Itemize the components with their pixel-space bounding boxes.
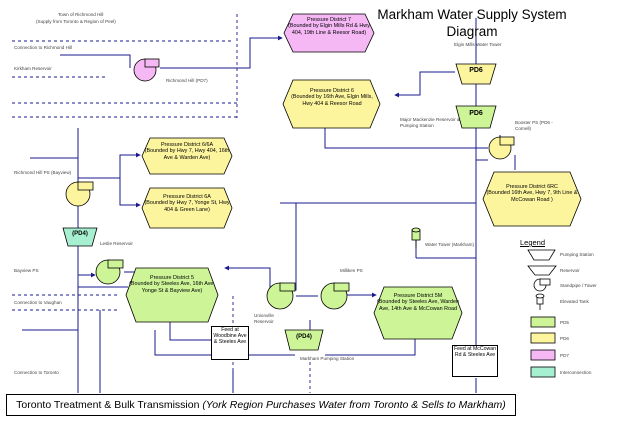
pd6rc-shape[interactable]: [482, 171, 582, 227]
pd6rc-label: Pressure District 6RC (Bounded 16th Ave,…: [486, 184, 578, 203]
label-booster-cornell: Booster PS (PD6 - Cornell): [515, 120, 553, 131]
water-tower-icon[interactable]: [411, 227, 421, 248]
feed-woodbine: Feed at Woodbine Ave & Steeles Ave: [211, 326, 249, 360]
title-line-1: Markham Water Supply System: [377, 7, 567, 22]
pd6a-shape[interactable]: [141, 187, 233, 229]
pd4-left-reservoir-label: (PD4): [72, 231, 88, 237]
pd5-label: Pressure District 5 (Bounded by Steeles …: [128, 275, 216, 294]
pd7-desc: (Bounded by Elgin Mills Rd & Hwy 404, 19…: [288, 23, 370, 36]
pd6-mid-reservoir[interactable]: [455, 105, 497, 129]
pump-pd6a[interactable]: [65, 181, 94, 207]
label-town-richmond-hill: Town of Richmond Hill: [58, 12, 104, 17]
pump-milliken[interactable]: [320, 282, 350, 310]
legend-standpipe: Standpipe / Tower: [560, 283, 597, 288]
pd5-shape[interactable]: [125, 267, 219, 323]
pd5-desc: (Bounded by Steeles Ave, 16th Ave, Yonge…: [129, 281, 215, 294]
label-supply-toronto-peel: (Supply from Toronto & Region of Peel): [36, 19, 116, 24]
label-major-mackenzie: Major Mackenzie Reservoir & Pumping Stat…: [400, 117, 460, 128]
label-leslie-reservoir: Leslie Reservoir: [100, 241, 133, 246]
pd6-top-reservoir-label: PD6: [469, 67, 483, 74]
footer-banner: Toronto Treatment & Bulk Transmission (Y…: [6, 394, 516, 416]
pd7-title: Pressure District 7: [306, 17, 352, 23]
legend-pumping-station: Pumping Station: [560, 252, 594, 257]
label-bayview-ps: Bayview PS: [14, 268, 39, 273]
diagram-title: Markham Water Supply System Diagram: [372, 6, 572, 40]
pd6-shape[interactable]: [282, 79, 381, 129]
legend-pd7: PD7: [560, 353, 569, 358]
legend-pd6: PD6: [560, 336, 569, 341]
pd6-mid-reservoir-label: PD6: [469, 110, 483, 117]
pd6a-title: Pressure District 6A: [163, 194, 211, 200]
pd6a-upper-shape[interactable]: [141, 137, 233, 175]
label-connection-richmond-hill: Connection to Richmond Hill: [14, 45, 72, 50]
label-richmond-hill-ps: Richmond Hill PS (Bayview): [14, 170, 72, 175]
pump-cornell[interactable]: [488, 136, 515, 160]
footer-italic-text: (York Region Purchases Water from Toront…: [202, 399, 506, 411]
pd7-label: Pressure District 7 (Bounded by Elgin Mi…: [286, 17, 372, 36]
label-kirkham-reservoir: Kirkham Reservoir: [14, 66, 52, 71]
label-richmond-hill-pd7: Richmond Hill (PD7): [166, 78, 208, 83]
label-connection-vaughan: Connection to Vaughan: [14, 300, 62, 305]
label-connection-toronto: Connection to Toronto: [14, 370, 59, 375]
pd6rc-title: Pressure District 6RC: [506, 184, 558, 190]
legend-reservoir: Reservoir: [560, 268, 580, 273]
label-markham-ps: Markham Pumping Station: [300, 356, 355, 361]
legend-title: Legend: [520, 238, 546, 247]
pd6-top-reservoir[interactable]: [455, 63, 497, 85]
pd5-title: Pressure District 5: [149, 275, 195, 281]
pd5m-desc: (Bounded by Steeles Ave, Warden Ave, 14t…: [376, 299, 460, 312]
pd6a-upper-desc: (Bounded by Hwy 7, Hwy 404, 16th Ave & W…: [144, 148, 230, 161]
label-unionville-reservoir: Unionville Reservoir: [254, 313, 274, 324]
pd5m-label: Pressure District 5M (Bounded by Steeles…: [376, 293, 460, 312]
label-water-tower: Water Tower (Markham): [425, 242, 475, 247]
legend-pd5: PD5: [560, 320, 569, 325]
pd5m-shape[interactable]: [373, 286, 463, 340]
label-elgin-mills-tower: Elgin Mills Water Tower: [454, 42, 502, 47]
pd5m-title: Pressure District 5M: [393, 293, 443, 299]
title-line-2: Diagram: [446, 24, 498, 39]
pd6-desc: (Bounded by 16th Ave, Elgin Mills, Hwy 4…: [291, 94, 373, 107]
legend-symbols: [527, 249, 557, 378]
pd4-bottom-reservoir-label: (PD4): [296, 334, 312, 340]
pd6a-upper-title: Pressure District 6/6A: [160, 142, 214, 148]
pd6a-label: Pressure District 6A (Bounded by Hwy 7, …: [144, 194, 230, 213]
pd4-bottom-reservoir[interactable]: [284, 329, 324, 351]
label-milliken-ps: Milliken PS: [340, 268, 363, 273]
pd6-label: Pressure District 6 (Bounded by 16th Ave…: [286, 88, 378, 107]
pd6-title: Pressure District 6: [309, 88, 355, 94]
pump-bayview[interactable]: [95, 259, 124, 285]
pump-unionville[interactable]: [266, 282, 296, 310]
legend-elevated-tank: Elevated Tank: [560, 299, 589, 304]
pd6rc-desc: (Bounded 16th Ave, Hwy 7, 9th Line & McC…: [486, 190, 578, 203]
legend-interconnection: Interconnection: [560, 370, 592, 375]
pd7-shape[interactable]: [283, 13, 375, 53]
footer-main-text: Toronto Treatment & Bulk Transmission: [16, 399, 200, 411]
pump-richmond-hill[interactable]: [133, 58, 160, 82]
pd6a-desc: (Bounded by Hwy 7, Yonge St, Hwy 404 & G…: [144, 200, 230, 213]
pd4-left-reservoir[interactable]: [62, 227, 98, 247]
pd6a-upper-label: Pressure District 6/6A (Bounded by Hwy 7…: [144, 142, 230, 161]
feed-mccowan: Feed at McCowan Rd & Steeles Ave: [452, 345, 498, 377]
